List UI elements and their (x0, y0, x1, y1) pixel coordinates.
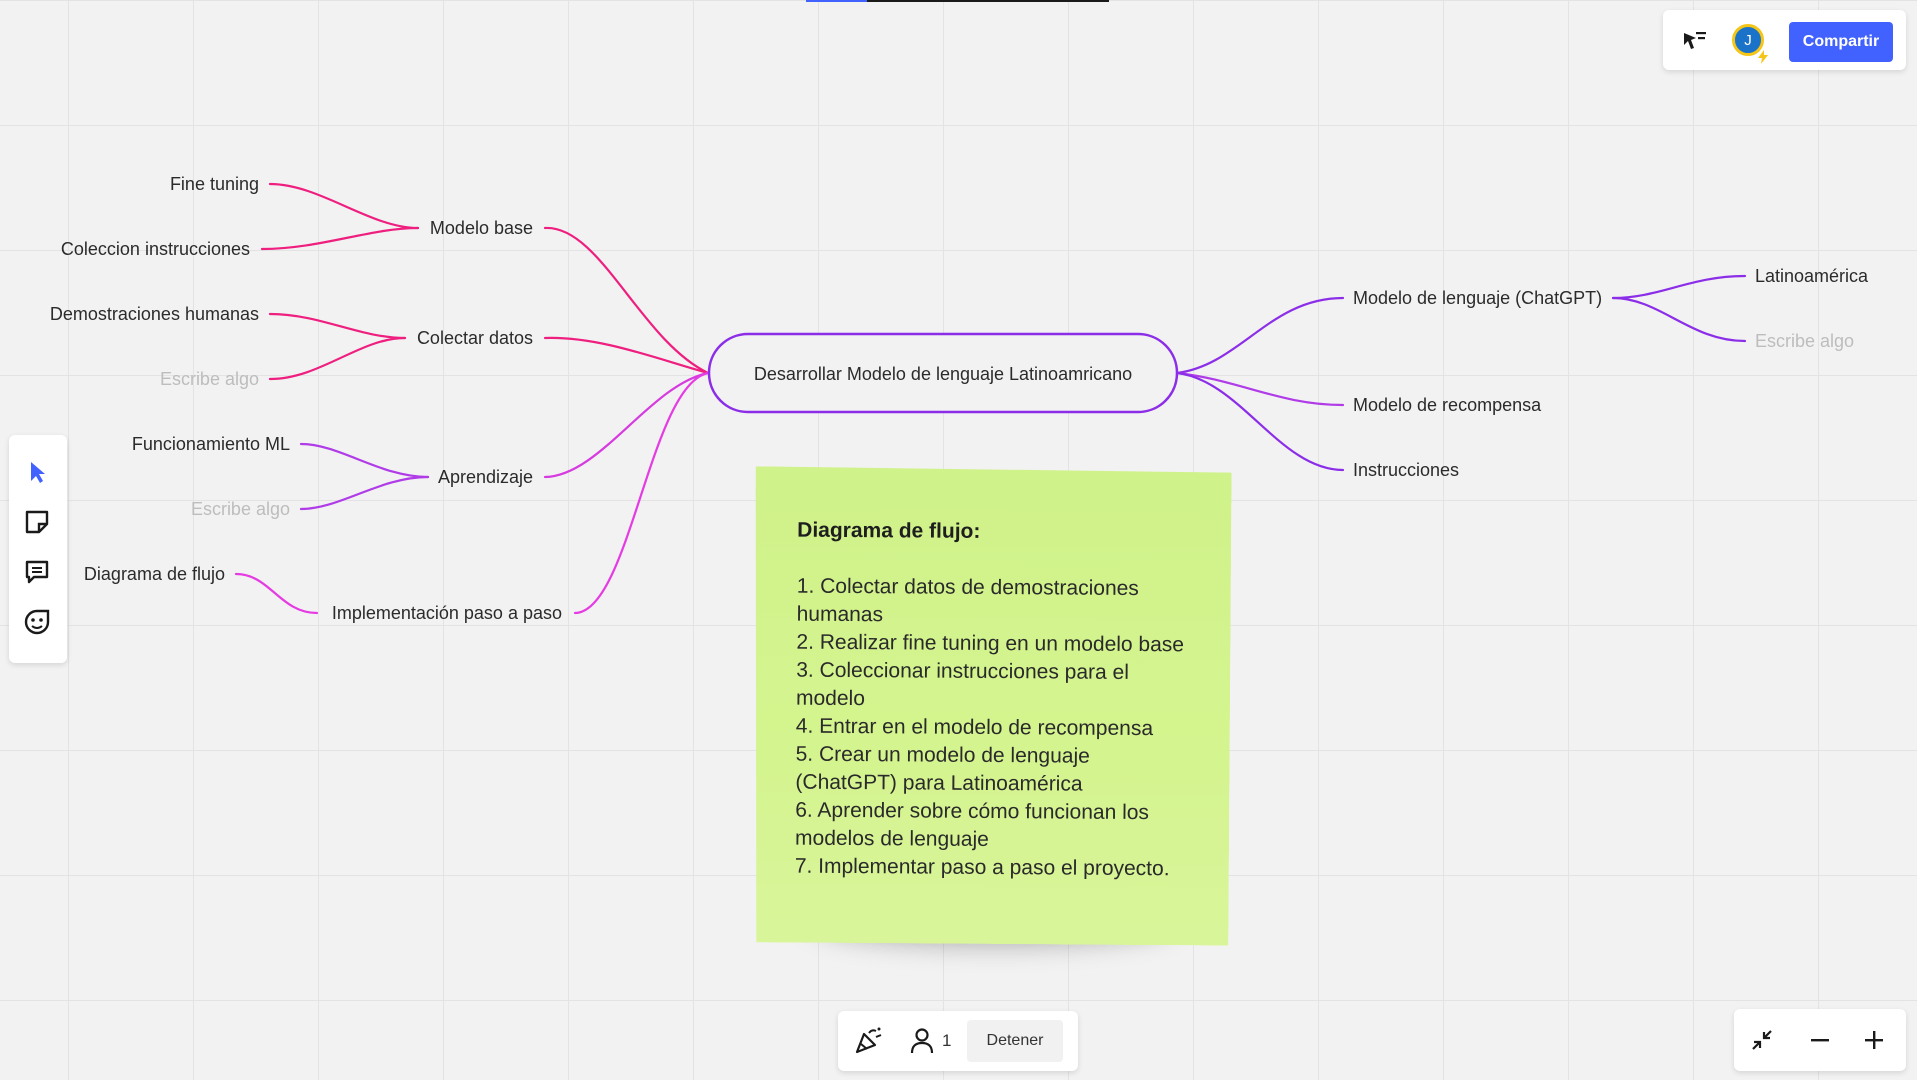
node-funcionamiento-ml[interactable]: Funcionamiento ML (132, 434, 290, 454)
central-node[interactable] (707, 332, 1179, 414)
connector-central-modelo-lenguaje (1175, 296, 1345, 375)
user-avatar[interactable]: J (1732, 24, 1764, 56)
node-instrucciones[interactable]: Instrucciones (1353, 460, 1459, 480)
node-escribe-algo[interactable]: Escribe algo (1755, 331, 1854, 351)
top-right-toolbar: J Compartir (1663, 10, 1906, 70)
sticky-line: modelos de lenguaje (794, 826, 989, 851)
connector-escribe-3 (1611, 296, 1747, 343)
share-button[interactable]: Compartir (1789, 22, 1893, 62)
connector-central-modelo-base (543, 226, 710, 375)
node-modelo-lenguaje[interactable]: Modelo de lenguaje (ChatGPT) (1353, 288, 1602, 308)
node-implementacion[interactable]: Implementación paso a paso (332, 603, 562, 623)
sticky-line: (ChatGPT) para Latinoamérica (795, 770, 1083, 796)
sticky-line: 4. Entrar en el modelo de recompensa (795, 714, 1154, 741)
zoom-out-icon[interactable] (1806, 1026, 1834, 1054)
connector-central-recompensa (1175, 371, 1345, 407)
connector-central-colectar-datos (543, 336, 710, 375)
connector-escribe-2 (299, 475, 430, 511)
bottom-collab-bar: 1 Detener (838, 1011, 1078, 1071)
participants-icon[interactable] (908, 1025, 936, 1057)
sticker-icon[interactable] (22, 607, 52, 637)
node-demostraciones-humanas[interactable]: Demostraciones humanas (50, 304, 259, 324)
sticky-line: modelo (795, 686, 866, 711)
node-escribe-algo[interactable]: Escribe algo (191, 499, 290, 519)
sticky-line: humanas (796, 602, 884, 627)
node-escribe-algo[interactable]: Escribe algo (160, 369, 259, 389)
connector-escribe-1 (268, 336, 407, 381)
stop-button[interactable]: Detener (967, 1020, 1063, 1062)
collaboration-cursor-icon[interactable] (1681, 28, 1709, 54)
sticky-note-list: 1. Colectar datos de demostraciones huma… (795, 573, 1207, 884)
sticky-line: 6. Aprender sobre cómo funcionan los (795, 798, 1150, 825)
connector-central-aprendizaje (543, 371, 710, 479)
node-colectar-datos[interactable]: Colectar datos (417, 328, 533, 348)
comment-icon[interactable] (22, 557, 52, 587)
zoom-controls (1734, 1009, 1906, 1071)
connector-latinoamerica (1611, 274, 1747, 300)
connector-central-implementacion (573, 371, 710, 615)
zoom-in-icon[interactable] (1860, 1026, 1888, 1054)
connector-central-instrucciones (1175, 371, 1345, 472)
node-aprendizaje[interactable]: Aprendizaje (438, 467, 533, 487)
node-latinoamerica[interactable]: Latinoamérica (1755, 266, 1869, 286)
sticky-line: 1. Colectar datos de demostraciones (796, 574, 1139, 601)
connector-coleccion (260, 226, 420, 251)
node-modelo-base[interactable]: Modelo base (430, 218, 533, 238)
fit-screen-icon[interactable] (1748, 1026, 1776, 1054)
central-node-label: Desarrollar Modelo de lenguaje Latinoamr… (754, 364, 1132, 384)
node-diagrama-de-flujo[interactable]: Diagrama de flujo (84, 564, 225, 584)
connector-demostraciones (268, 312, 407, 340)
cursor-icon[interactable] (22, 457, 52, 487)
sticky-note-title: Diagrama de flujo: (797, 518, 981, 543)
connector-fine-tuning (268, 182, 420, 230)
celebrate-icon[interactable] (852, 1025, 884, 1057)
participants-count: 1 (942, 1031, 952, 1050)
lightning-icon (1758, 50, 1768, 64)
sticky-note-icon[interactable] (22, 507, 52, 537)
node-coleccion-instrucciones[interactable]: Coleccion instrucciones (61, 239, 250, 259)
sticky-note-body[interactable]: Diagrama de flujo: 1. Colectar datos de … (752, 466, 1231, 945)
sticky-line: 7. Implementar paso a paso el proyecto. (794, 854, 1170, 881)
sticky-line: 5. Crear un modelo de lenguaje (795, 742, 1090, 768)
connector-diagrama (234, 572, 319, 615)
board-title-underline (806, 0, 1109, 2)
sticky-line: 2. Realizar fine tuning en un modelo bas… (796, 630, 1185, 657)
sticky-line: 3. Coleccionar instrucciones para el (796, 658, 1129, 684)
node-modelo-recompensa[interactable]: Modelo de recompensa (1353, 395, 1542, 415)
connector-funcionamiento (299, 442, 430, 479)
sticky-note[interactable]: Diagrama de flujo: 1. Colectar datos de … (754, 468, 1230, 946)
node-fine-tuning[interactable]: Fine tuning (170, 174, 259, 194)
left-toolbar (9, 435, 67, 663)
